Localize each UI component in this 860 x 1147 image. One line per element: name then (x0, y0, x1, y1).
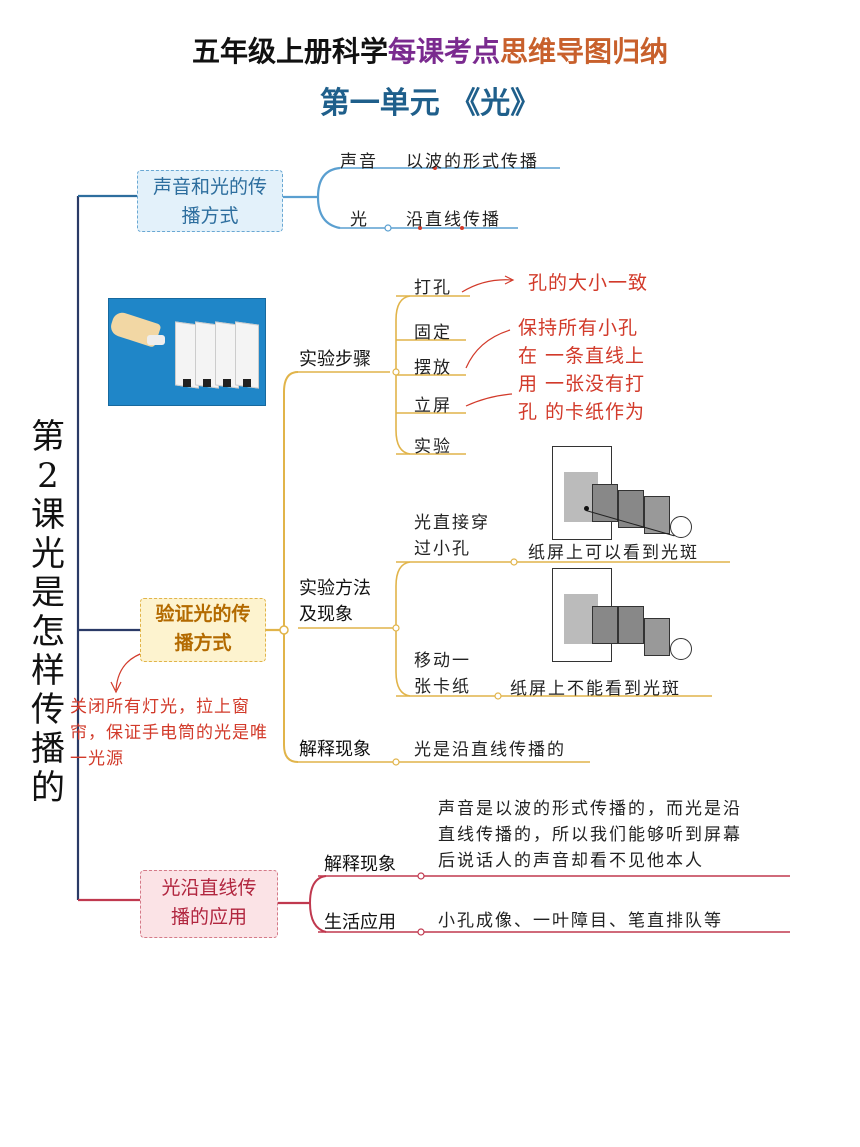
branch3-label-line: 播的应用 (170, 906, 247, 928)
branch-verify-box: 验证光的传播方式 (140, 598, 266, 662)
branch3-life-text: 小孔成像、一叶障目、笔直排队等 (438, 911, 723, 931)
light-spot-shape (584, 506, 589, 511)
branch3-label-line: 光沿直线传 (161, 877, 257, 899)
condition-line: 移动一 (414, 651, 471, 671)
step-item: 摆放 (414, 358, 452, 378)
method-label-line: 及现象 (299, 604, 353, 625)
title-part1: 五年级上册科学 (191, 35, 388, 68)
explain-line: 后说话人的声音却看不见他本人 (438, 851, 704, 871)
card-shape (592, 484, 618, 522)
note-hole: 孔的大小一致 (528, 272, 649, 294)
experiment-photo (108, 298, 266, 406)
branch1-item-sound: 声音 (340, 152, 378, 172)
note-place-line: 用 一张没有打 (518, 373, 646, 395)
method-label-line: 实验方法 (299, 578, 371, 599)
card-shape (592, 606, 618, 644)
condition-line: 光直接穿 (414, 513, 490, 533)
stand-shape (243, 379, 251, 387)
explain-line: 声音是以波的形式传播的，而光是沿 (438, 799, 742, 819)
branch1-label: 声音和光的传播方式 (152, 176, 267, 227)
title-part3: 思维导图归纳 (500, 35, 669, 68)
branch-application-box: 光沿直线传 播的应用 (140, 870, 278, 938)
method-result: 纸屏上可以看到光斑 (528, 543, 699, 563)
card-shape (618, 490, 644, 528)
note-place: 保持所有小孔 在 一条直线上 用 一张没有打 孔 的卡纸作为 (518, 314, 645, 426)
method-condition: 光直接穿 过小孔 (414, 510, 490, 562)
note-place-line: 在 一条直线上 (518, 345, 646, 367)
stand-shape (203, 379, 211, 387)
explain-label: 解释现象 (299, 739, 371, 760)
method-label: 实验方法 及现象 (299, 576, 371, 628)
branch3-explain-text: 声音是以波的形式传播的，而光是沿 直线传播的，所以我们能够听到屏幕 后说话人的声… (438, 796, 742, 874)
branch2-label: 验证光的传播方式 (155, 603, 251, 654)
candle-shape (670, 638, 692, 660)
page-title: 五年级上册科学每课考点思维导图归纳 (0, 30, 860, 70)
branch3-life-label: 生活应用 (324, 912, 396, 933)
step-item: 打孔 (414, 278, 452, 298)
card-shape (618, 606, 644, 644)
method-result: 纸屏上不能看到光斑 (510, 679, 681, 699)
method-condition: 移动一 张卡纸 (414, 648, 471, 700)
explain-line: 直线传播的，所以我们能够听到屏幕 (438, 825, 742, 845)
flashlight-shape (147, 335, 165, 345)
title-part2: 每课考点 (387, 35, 500, 68)
branch1-item-sound-desc: 以波的形式传播 (406, 152, 539, 172)
step-item: 立屏 (414, 396, 452, 416)
condition-line: 张卡纸 (414, 677, 471, 697)
steps-label: 实验步骤 (299, 349, 371, 370)
stand-shape (183, 379, 191, 387)
card-shape (644, 496, 670, 534)
branch-light-sound-box: 声音和光的传播方式 (137, 170, 283, 232)
card-shape (644, 618, 670, 656)
page-subtitle: 第一单元 《光》 (319, 86, 541, 121)
branch2-note: 关闭所有灯光，拉上窗帘，保证手电筒的光是唯一光源 (70, 697, 268, 769)
explain-text: 光是沿直线传播的 (414, 740, 566, 760)
candle-shape (670, 516, 692, 538)
pinhole-illustration (552, 446, 717, 544)
lesson-title: 第2课光是怎样传播的 (31, 417, 65, 808)
condition-line: 过小孔 (414, 539, 471, 559)
note-place-line: 孔 的卡纸作为 (518, 401, 646, 423)
branch1-item-light: 光 (350, 210, 369, 230)
branch1-item-light-desc: 沿直线传播 (406, 210, 501, 230)
step-item: 实验 (414, 437, 452, 457)
note-place-line: 保持所有小孔 (518, 317, 639, 339)
step-item: 固定 (414, 323, 452, 343)
pinhole-moved-illustration (552, 568, 717, 666)
branch3-explain-label: 解释现象 (324, 854, 396, 875)
stand-shape (223, 379, 231, 387)
